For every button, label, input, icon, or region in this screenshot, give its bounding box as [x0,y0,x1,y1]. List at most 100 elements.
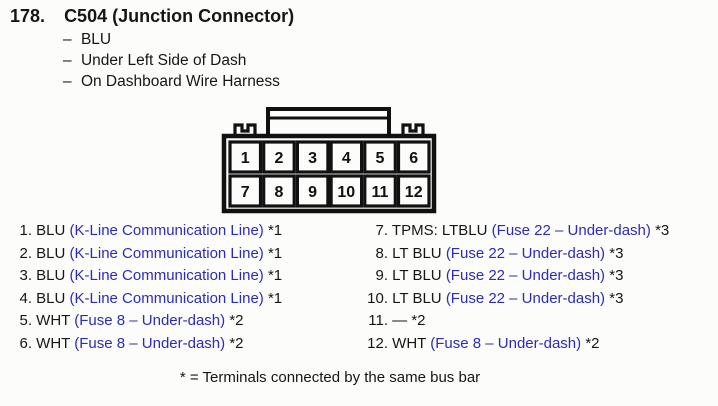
pin-number-6: 6 [409,150,418,167]
pin-circuit: (K-Line Communication Line) [69,267,264,285]
pin-row-number: 7. [375,222,388,239]
dash-bullet: – [63,31,72,48]
pin-busbar-note: *1 [267,267,283,285]
pin-wire-color: WHT [392,334,427,352]
pin-row-number: 10. [367,289,388,307]
connector-latch [266,107,391,139]
pin-row-8: 8. LT BLU (Fuse 22 – Under-dash) *3 [361,243,669,266]
pin-row-number: 6. [19,334,32,352]
pin-circuit: (Fuse 8 – Under-dash) [430,334,582,352]
pin-busbar-note: *2 [229,312,244,330]
pin-wire-color: TPMS: LTBLU [391,222,488,239]
pin-busbar-note: *2 [585,334,600,352]
pin-row-number: 2. [19,244,32,262]
connector-details: – BLU – Under Left Side of Dash – On Das… [63,29,280,92]
pin-cell-10 [329,174,364,208]
pin-cell-1 [228,140,263,174]
pin-busbar-note: *1 [267,222,283,239]
pin-wire-color: WHT [36,312,71,330]
pin-wire-color: BLU [36,267,66,285]
pin-wire-color: LT BLU [392,244,442,262]
pin-busbar-note: *3 [609,267,624,285]
pin-row-11: 11. — *2 [361,310,669,333]
pin-cell-8 [262,174,296,208]
pin-number-7: 7 [241,184,250,201]
pin-cell-12 [396,174,431,208]
pin-number-1: 1 [241,150,250,167]
pin-row-6: 6. WHT (Fuse 8 – Under-dash) *2 [12,333,282,356]
pin-row-10: 10. LT BLU (Fuse 22 – Under-dash) *3 [361,288,669,311]
pin-number-10: 10 [337,184,355,201]
detail-text: On Dashboard Wire Harness [80,73,280,90]
pin-row-number: 3. [19,267,32,285]
pin-wire-color: BLU [36,289,66,307]
pin-wire-color: WHT [36,334,71,352]
pin-row-3: 3. BLU (K-Line Communication Line) *1 [12,265,282,288]
detail-harness: – On Dashboard Wire Harness [63,71,280,92]
pin-row-2: 2. BLU (K-Line Communication Line) *1 [12,243,282,266]
pin-row-1: 1. BLU (K-Line Communication Line) *1 [12,220,282,243]
pin-row-5: 5. WHT (Fuse 8 – Under-dash) *2 [12,310,282,333]
page-title: 178. C504 (Junction Connector) [10,6,294,27]
pin-number-12: 12 [405,184,423,201]
entry-number: 178. [10,6,46,26]
pin-circuit: (K-Line Communication Line) [69,244,264,262]
pin-number-8: 8 [274,184,283,201]
pin-cell-9 [295,174,330,208]
pin-busbar-note: *1 [267,244,283,262]
pin-cell-11 [363,174,397,208]
pin-row-number: 12. [367,334,388,352]
pin-row-number: 1. [19,222,32,239]
pin-circuit: (Fuse 22 – Under-dash) [445,244,606,262]
pin-circuit: (K-Line Communication Line) [69,222,264,239]
connector-title: C504 (Junction Connector) [64,6,295,26]
pin-number-5: 5 [376,150,385,167]
pin-circuit: (Fuse 8 – Under-dash) [74,312,226,330]
pin-row-number: 4. [19,289,32,307]
pin-cell-3 [295,140,330,174]
busbar-footnote: * = Terminals connected by the same bus … [179,369,481,386]
pin-busbar-note: *3 [609,244,624,262]
pin-busbar-note: *2 [229,334,244,352]
pin-row-12: 12. WHT (Fuse 8 – Under-dash) *2 [361,333,669,356]
pin-list-left: 1. BLU (K-Line Communication Line) *1 2.… [12,220,282,356]
pin-row-number: 5. [19,312,32,330]
pin-busbar-note: *1 [267,289,283,307]
connector-diagram: 1 2 3 4 5 6 7 8 9 10 11 12 [221,105,437,215]
pin-cell-7 [228,174,263,208]
detail-text: BLU [80,31,112,48]
pin-row-number: 11. [368,312,388,330]
pin-row-9: 9. LT BLU (Fuse 22 – Under-dash) *3 [361,265,669,288]
pin-cell-4 [329,140,364,174]
detail-text: Under Left Side of Dash [80,52,247,69]
pin-cell-5 [363,140,397,174]
pin-circuit: (Fuse 22 – Under-dash) [445,267,606,285]
pin-circuit: (Fuse 22 – Under-dash) [445,289,606,307]
pin-wire-color: BLU [36,222,66,239]
pin-number-3: 3 [308,150,317,167]
pin-busbar-note: *2 [411,312,426,330]
pin-circuit: (Fuse 8 – Under-dash) [74,334,226,352]
pin-circuit: (Fuse 22 – Under-dash) [491,222,651,239]
pin-row-number: 9. [375,267,388,285]
pin-cell-6 [396,140,431,174]
pin-number-11: 11 [372,184,389,201]
pin-circuit: (K-Line Communication Line) [69,289,264,307]
pin-number-9: 9 [308,184,317,201]
pin-cell-2 [262,140,296,174]
pin-row-4: 4. BLU (K-Line Communication Line) *1 [12,288,282,311]
pin-wire-color: LT BLU [392,267,442,285]
pin-wire-color: — [392,312,408,330]
detail-color: – BLU [63,29,280,50]
detail-location: – Under Left Side of Dash [63,50,280,71]
dash-bullet: – [63,52,72,69]
pin-busbar-note: *3 [609,289,624,307]
pin-row-7: 7. TPMS: LTBLU (Fuse 22 – Under-dash) *3 [361,220,669,243]
pin-row-number: 8. [375,244,388,262]
pin-list-right: 7. TPMS: LTBLU (Fuse 22 – Under-dash) *3… [361,220,669,356]
pin-wire-color: LT BLU [392,289,442,307]
connector-drawing: 1 2 3 4 5 6 7 8 9 10 11 12 [221,107,437,214]
pin-wire-color: BLU [36,244,66,262]
pin-busbar-note: *3 [655,222,670,239]
